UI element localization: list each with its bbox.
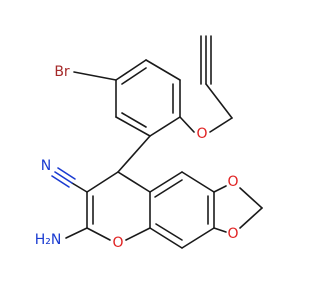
bond — [121, 67, 147, 85]
bond — [115, 59, 147, 81]
bond — [239, 207, 263, 229]
bond — [86, 171, 119, 193]
triple-bond — [57, 167, 76, 180]
bond — [125, 227, 151, 241]
atom-label-br: Br — [54, 64, 70, 80]
triple-bond — [51, 175, 70, 188]
nitrile-group — [51, 167, 88, 193]
atom-label-o-dioxole-bottom: O — [227, 226, 238, 242]
bond — [86, 227, 111, 241]
triple-bond — [54, 171, 73, 184]
atom-label-o-pyran: O — [112, 235, 123, 251]
molecule-canvas: Br O O O O N H₂N — [35, 35, 263, 251]
bond — [149, 171, 183, 193]
bond — [149, 116, 181, 137]
bond — [117, 171, 151, 193]
bond — [71, 182, 88, 193]
molecule-structure-diagram: Br O O O O N H₂N — [35, 35, 263, 251]
bond — [121, 112, 147, 128]
pyran-ring — [86, 171, 151, 241]
bond — [213, 185, 227, 193]
atom-label-o-ether: O — [196, 126, 207, 142]
propargyloxy-group — [179, 35, 233, 133]
bond — [213, 227, 227, 233]
bond — [154, 179, 183, 198]
bond — [239, 187, 263, 209]
bromophenyl-ring — [115, 59, 181, 137]
benzo-ring — [149, 171, 215, 249]
bond-aryl-c4 — [117, 135, 151, 173]
bond-c-o — [179, 116, 195, 133]
dioxole-ring — [213, 185, 263, 233]
atom-label-o-dioxole-top: O — [227, 174, 238, 190]
bond-c-nh2 — [65, 227, 88, 239]
bond — [181, 171, 215, 193]
bond-o-ch2 — [209, 117, 233, 133]
atom-label-n-nitrile: N — [41, 158, 51, 174]
atom-label-amine: H₂N — [35, 232, 62, 248]
bond — [155, 223, 183, 241]
bond — [149, 227, 183, 249]
bond-ch2-c — [205, 83, 233, 119]
bond — [181, 227, 215, 249]
bond — [145, 59, 181, 81]
bond-c-br — [73, 71, 117, 81]
bond — [115, 116, 151, 137]
